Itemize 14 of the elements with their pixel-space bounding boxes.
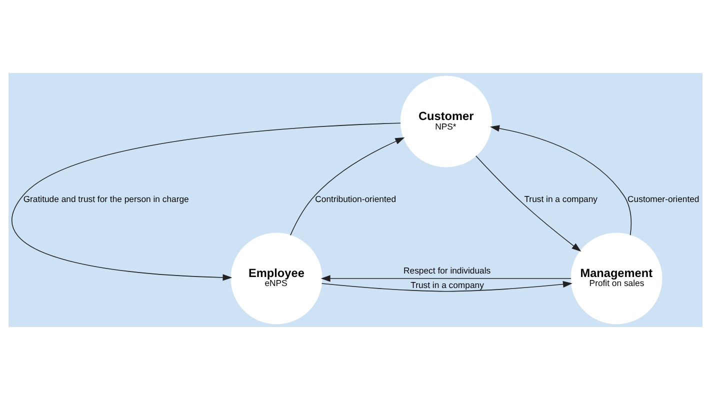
edge-label: Gratitude and trust for the person in charge (23, 194, 189, 204)
edge-label: Contribution-oriented (315, 194, 396, 204)
edge-label: Trust in a company (410, 280, 484, 290)
arrow (290, 137, 405, 236)
edge-label: Trust in a company (524, 194, 598, 204)
arrow (12, 122, 401, 281)
arrow (320, 275, 572, 282)
arrow (321, 281, 572, 292)
edge-label: Respect for individuals (404, 266, 491, 276)
node-circle: Customer NPS* (400, 76, 492, 168)
arrow (490, 125, 632, 236)
arrow (476, 155, 582, 252)
edge-label: Customer-oriented (628, 194, 700, 204)
node-circle: Employee eNPS (230, 232, 322, 324)
